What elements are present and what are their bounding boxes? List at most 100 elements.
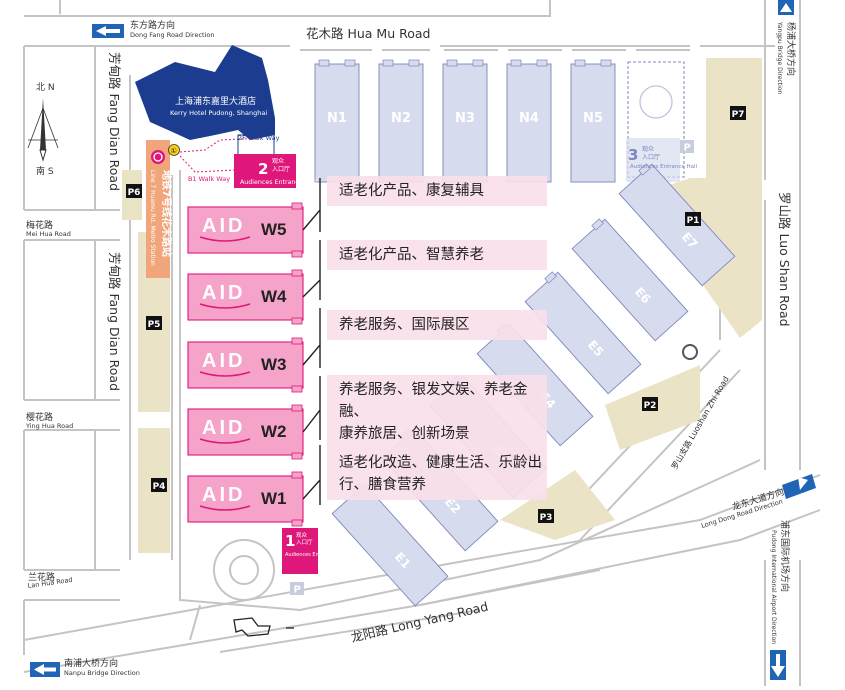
hotel-building bbox=[135, 45, 275, 140]
parking-marker-south: P bbox=[294, 585, 301, 596]
north-halls: N1 N2 N3 N4 N5 bbox=[314, 59, 616, 183]
dir-yangpu-en: Yangpu Bridge Direction bbox=[776, 21, 783, 94]
arrow-pudong-airport bbox=[770, 650, 786, 680]
description-w5: 适老化产品、康复辅具 bbox=[327, 176, 547, 206]
small-parking-markers: P P bbox=[290, 140, 694, 596]
hotel-labels: 上海浦东嘉里大酒店 Kerry Hotel Pudong, Shanghai bbox=[170, 95, 267, 117]
entrance-1-cn1: 观众 bbox=[296, 532, 308, 539]
metro-name-en: Line 7 Huamu Rd. Metro Station bbox=[149, 170, 156, 266]
parking-label-p4: P4 bbox=[153, 482, 166, 492]
description-line: 康养旅居、创新场景 bbox=[339, 426, 470, 442]
dir-airport-cn: 浦东国际机场方向 bbox=[779, 520, 791, 592]
hall-label-n5: N5 bbox=[583, 111, 603, 126]
metro-exit-number: ① bbox=[171, 147, 177, 155]
metro-name-cn: 地铁7号线花木路站 bbox=[160, 170, 173, 257]
parking-label-p5: P5 bbox=[148, 320, 161, 330]
parking-label-p6: P6 bbox=[128, 188, 141, 198]
description-brackets bbox=[302, 178, 321, 505]
parking-p7: P7 bbox=[730, 106, 746, 120]
parking-zone-p7 bbox=[706, 58, 762, 188]
road-label-luo-shan: 罗山路 Luo Shan Road bbox=[777, 192, 792, 327]
entrance-3-en: Audiences Entrance Hall bbox=[630, 164, 698, 170]
hall-label-n1: N1 bbox=[327, 111, 347, 126]
hall-label-w2: W2 bbox=[261, 422, 287, 441]
parking-p6: P6 bbox=[126, 184, 142, 198]
parking-label-p7: P7 bbox=[732, 110, 745, 120]
entrance-1-cn2: 入口厅 bbox=[296, 539, 313, 546]
description-w1: 适老化改造、健康生活、乐龄出行、膳食营养 bbox=[327, 448, 547, 500]
hall-n5: N5 bbox=[570, 59, 616, 183]
road-label-lan-hua-cn: 兰花路 bbox=[28, 571, 55, 583]
description-line: 养老服务、国际展区 bbox=[339, 317, 470, 333]
direction-arrows bbox=[30, 0, 816, 680]
metro-station bbox=[146, 140, 180, 278]
hall-label-n2: N2 bbox=[391, 111, 411, 126]
hall-e5: E5 bbox=[524, 271, 642, 395]
dir-dongfang-en: Dong Fang Road Direction bbox=[130, 31, 214, 39]
gate-house bbox=[233, 617, 294, 637]
west-halls bbox=[187, 202, 304, 527]
parking-label-p3: P3 bbox=[540, 513, 553, 523]
arrow-dongfang bbox=[92, 24, 124, 38]
road-label-mei-hua-cn: 梅花路 bbox=[26, 219, 53, 231]
hall-w4 bbox=[187, 269, 304, 325]
aid-logo-w1: AID bbox=[202, 484, 246, 506]
hall-n3: N3 bbox=[442, 59, 488, 183]
road-label-fang-dian-top: 芳甸路 Fang Dian Road bbox=[107, 52, 122, 191]
hall-label-w3: W3 bbox=[261, 355, 287, 374]
parking-p2: P2 bbox=[642, 397, 658, 411]
dir-nanpu-en: Nanpu Bridge Direction bbox=[64, 669, 140, 677]
hall-label-w5: W5 bbox=[261, 220, 287, 239]
dir-yangpu-cn: 杨浦大桥方向 bbox=[785, 22, 797, 76]
arrow-nanpu bbox=[30, 662, 60, 677]
parking-label-p1: P1 bbox=[687, 216, 700, 226]
description-line: 养老服务、银发文娱、养老金融、 bbox=[339, 382, 528, 420]
hall-w2 bbox=[187, 404, 304, 460]
metro-labels: 地铁7号线花木路站 Line 7 Huamu Rd. Metro Station… bbox=[149, 147, 177, 266]
hall-e6: E6 bbox=[571, 218, 689, 342]
hall-label-n4: N4 bbox=[519, 111, 539, 126]
dir-airport-en: Pudong International Airport Direction bbox=[770, 530, 777, 644]
hall-e1: E1 bbox=[331, 483, 449, 607]
hall-label-w1: W1 bbox=[261, 489, 287, 508]
aid-logo-w2: AID bbox=[202, 417, 246, 439]
hall-n1: N1 bbox=[314, 59, 360, 183]
parking-p5: P5 bbox=[146, 316, 162, 330]
entrance-2-cn2: 入口厅 bbox=[272, 166, 290, 173]
road-label-ying-hua-en: Ying Hua Road bbox=[25, 422, 73, 430]
parking-p4: P4 bbox=[151, 478, 167, 492]
compass: 北 N 南 S bbox=[27, 82, 59, 177]
hall-w5 bbox=[187, 202, 304, 258]
description-w3: 养老服务、国际展区 bbox=[327, 310, 547, 340]
entrance-3-cn2: 入口厅 bbox=[642, 154, 660, 161]
walkway-labels: B1 Walk Way 2F Walk Way bbox=[188, 134, 280, 183]
walkway-b1-label: B1 Walk Way bbox=[188, 175, 230, 183]
parking-label-p2: P2 bbox=[644, 401, 657, 411]
arrow-longdong bbox=[782, 474, 816, 499]
description-w4: 适老化产品、智慧养老 bbox=[327, 240, 547, 270]
compass-north: 北 N bbox=[36, 82, 55, 93]
hotel-name-cn: 上海浦东嘉里大酒店 bbox=[175, 95, 256, 107]
entrance-3-cn1: 观众 bbox=[642, 146, 654, 153]
hall-w1 bbox=[187, 471, 304, 527]
road-label-hua-mu: 花木路 Hua Mu Road bbox=[306, 26, 430, 41]
entrance-1-en: Audiences Entrance Hall bbox=[285, 552, 346, 558]
road-label-mei-hua-en: Mei Hua Road bbox=[26, 230, 71, 238]
compass-south: 南 S bbox=[36, 165, 54, 177]
hall-w3 bbox=[187, 337, 304, 393]
entrance-3: 3 观众 入口厅 Audiences Entrance Hall bbox=[628, 146, 698, 170]
entrance-2-cn1: 观众 bbox=[272, 158, 284, 165]
description-line: 行、膳食营养 bbox=[339, 477, 426, 493]
dir-dongfang-cn: 东方路方向 bbox=[130, 19, 175, 31]
entrance-2-number: 2 bbox=[258, 160, 268, 178]
entrance-1-number: 1 bbox=[285, 532, 295, 550]
aid-logo-w5: AID bbox=[202, 215, 246, 237]
dir-nanpu-cn: 南浦大桥方向 bbox=[64, 657, 118, 669]
hall-label-n3: N3 bbox=[455, 111, 475, 126]
entrance-3-number: 3 bbox=[628, 146, 638, 164]
description-line: 适老化改造、健康生活、乐龄出 bbox=[339, 455, 542, 471]
hall-n4: N4 bbox=[506, 59, 552, 183]
hotel-name-en: Kerry Hotel Pudong, Shanghai bbox=[170, 109, 267, 117]
